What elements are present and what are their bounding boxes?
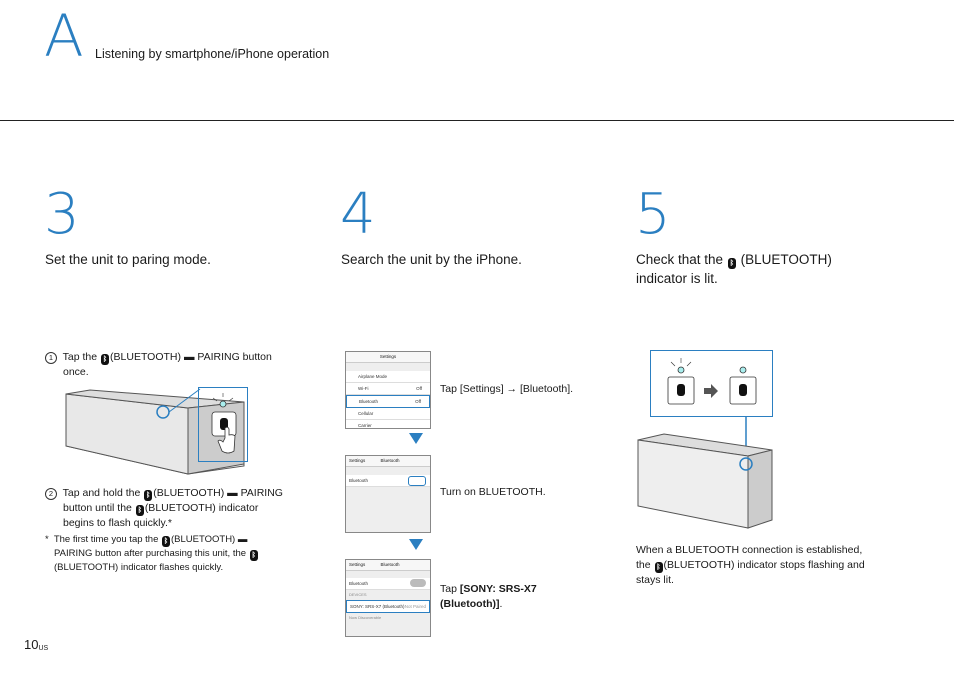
bluetooth-icon: ᛒ (654, 561, 663, 573)
bluetooth-icon: ᛒ (144, 490, 153, 501)
step-title-3: Set the unit to paring mode. (45, 252, 211, 267)
row-device[interactable]: SONY: SRS-X7 (Bluetooth) Not Paired (346, 600, 430, 613)
section-title: Listening by smartphone/iPhone operation (95, 47, 330, 61)
step-title-4: Search the unit by the iPhone. (341, 252, 522, 267)
step3-item-2: 2 Tap and hold the ᛒ(BLUETOOTH) ▬ PAIRIN… (45, 486, 305, 531)
arrow-right-icon (704, 384, 718, 398)
bluetooth-icon: ᛒ (135, 505, 144, 516)
indicator-comparison (667, 358, 757, 405)
item-number: 2 (45, 488, 57, 500)
bluetooth-icon: ᛒ (101, 354, 110, 365)
step-number-5: 5 (635, 182, 671, 247)
step3-footnote: * The first time you tap the ᛒ(BLUETOOTH… (45, 534, 258, 573)
button-callout (198, 387, 248, 462)
dash-icon: ▬ (237, 534, 248, 545)
step-title-5: Check that the ᛒ (BLUETOOTH) indicator i… (636, 252, 832, 286)
dash-icon: ▬ (227, 487, 238, 499)
header-rule (0, 120, 954, 121)
step-number-3: 3 (44, 182, 80, 247)
devices-header: DEVICES (349, 592, 367, 597)
speaker-illustration-step5 (637, 416, 773, 529)
iphone-devices-screen: Settings Bluetooth Bluetooth DEVICES SON… (345, 559, 431, 637)
indicator-callout (650, 350, 773, 417)
page-number: 10US (24, 637, 49, 652)
back-button[interactable]: Settings (349, 562, 366, 567)
step3-item-1: 1 Tap the ᛒ(BLUETOOTH) ▬ PAIRING button … (45, 350, 305, 380)
discoverable-note: Now Discoverable (349, 615, 382, 620)
pairing-button-detail (211, 393, 237, 454)
step5-note: When a BLUETOOTH connection is establish… (636, 544, 865, 586)
bluetooth-icon (677, 384, 685, 396)
screen-title: Bluetooth (380, 562, 400, 567)
item-number: 1 (45, 352, 57, 364)
step4-caption-2: Turn on BLUETOOTH. (440, 486, 546, 498)
bluetooth-toggle[interactable] (408, 476, 426, 486)
arrow-down-icon (409, 433, 423, 444)
row-carrier[interactable]: Carrier (346, 420, 430, 428)
iphone-bluetooth-screen: Settings Bluetooth Bluetooth (345, 455, 431, 533)
row-airplane[interactable]: Airplane Mode (346, 371, 430, 383)
bluetooth-icon (739, 384, 747, 396)
section-letter: A (44, 2, 84, 70)
step4-caption-3: Tap [SONY: SRS-X7 (Bluetooth)]. (440, 583, 537, 610)
step-number-4: 4 (340, 182, 376, 247)
back-button[interactable]: Settings (349, 458, 366, 463)
hand-icon (217, 426, 236, 454)
arrow-down-icon (409, 539, 423, 550)
screen-title: Settings (346, 352, 430, 363)
screen-title: Bluetooth (380, 458, 400, 463)
row-bluetooth-toggle[interactable]: Bluetooth (346, 475, 430, 487)
bluetooth-icon: ᛒ (162, 536, 170, 547)
step4-caption-1: Tap [Settings] → [Bluetooth]. (440, 383, 574, 395)
dash-icon: ▬ (183, 351, 195, 363)
bluetooth-icon: ᛒ (249, 550, 258, 561)
row-bluetooth-toggle[interactable]: Bluetooth (346, 578, 430, 590)
bluetooth-toggle[interactable] (410, 579, 426, 587)
bluetooth-icon: ᛒ (727, 258, 736, 269)
speaker-illustration (65, 388, 245, 475)
row-cellular[interactable]: Cellular (346, 408, 430, 420)
